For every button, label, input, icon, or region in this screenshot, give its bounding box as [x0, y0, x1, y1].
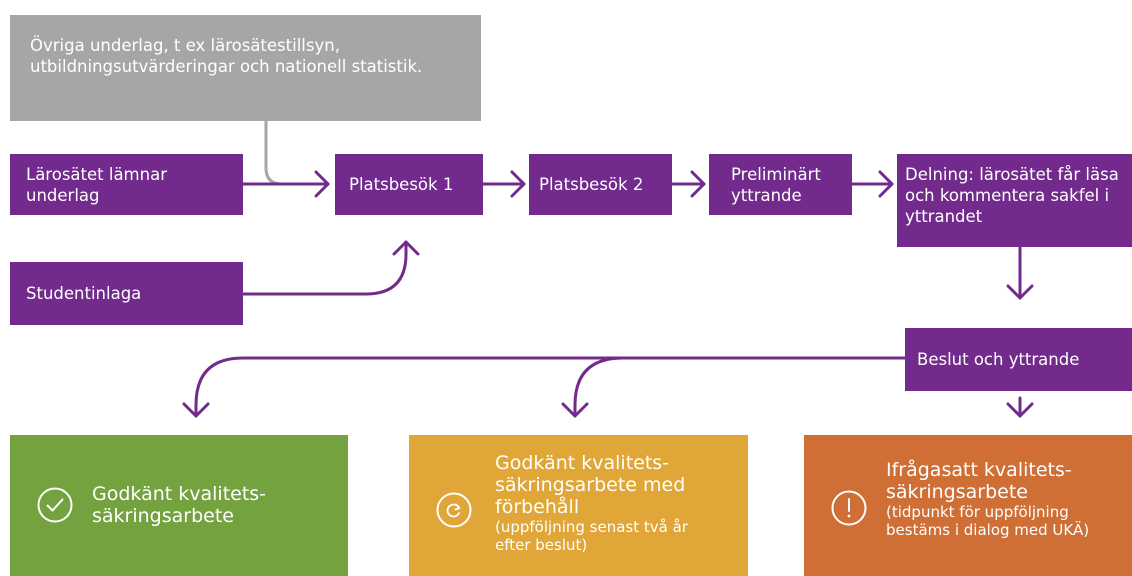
sharing-label: Delning: lärosätet får läsa och kommente… — [905, 165, 1119, 226]
arrow-student-to-visit1 — [241, 240, 408, 296]
refresh-circle-icon — [436, 492, 472, 528]
institution-submits-box: Lärosätet lämnar underlag — [10, 154, 243, 215]
questioned-outcome-title: Ifrågasatt kvalitets-säkringsarbete — [886, 459, 1072, 503]
student-submission-box: Studentinlaga — [10, 262, 243, 325]
arrow-decision-to-reservation — [573, 356, 625, 418]
approved-outcome-title: Godkänt kvalitets-säkringsarbete — [92, 483, 267, 527]
student-submission-label: Studentinlaga — [26, 284, 142, 303]
decision-box: Beslut och yttrande — [905, 328, 1132, 391]
reservation-outcome-title: Godkänt kvalitets-säkringsarbete med för… — [495, 452, 686, 518]
site-visit-2-label: Platsbesök 2 — [539, 175, 644, 194]
gray-connector — [264, 118, 320, 186]
questioned-outcome-note: (tidpunkt för uppföljning bestäms i dial… — [886, 503, 1090, 539]
questioned-outcome-box: Ifrågasatt kvalitets-säkringsarbete (tid… — [804, 435, 1132, 576]
sharing-box: Delning: lärosätet får läsa och kommente… — [897, 154, 1132, 247]
reservation-outcome-box: Godkänt kvalitets-säkringsarbete med för… — [409, 435, 748, 576]
institution-submits-label: Lärosätet lämnar underlag — [26, 164, 167, 205]
other-basis-label: Övriga underlag, t ex lärosätestillsyn, … — [30, 36, 423, 76]
preliminary-statement-label: Preliminärt yttrande — [731, 164, 821, 205]
preliminary-statement-box: Preliminärt yttrande — [709, 154, 852, 215]
reservation-outcome-note: (uppföljning senast två år efter beslut) — [495, 518, 688, 554]
arrow-decision-to-approved — [194, 356, 907, 418]
approved-outcome-box: Godkänt kvalitets-säkringsarbete — [10, 435, 348, 576]
site-visit-1-box: Platsbesök 1 — [335, 154, 483, 215]
exclamation-circle-icon — [831, 490, 867, 526]
decision-label: Beslut och yttrande — [917, 350, 1080, 369]
site-visit-1-label: Platsbesök 1 — [349, 175, 454, 194]
check-circle-icon — [37, 487, 73, 523]
site-visit-2-box: Platsbesök 2 — [529, 154, 672, 215]
other-basis-box: Övriga underlag, t ex lärosätestillsyn, … — [10, 15, 481, 121]
